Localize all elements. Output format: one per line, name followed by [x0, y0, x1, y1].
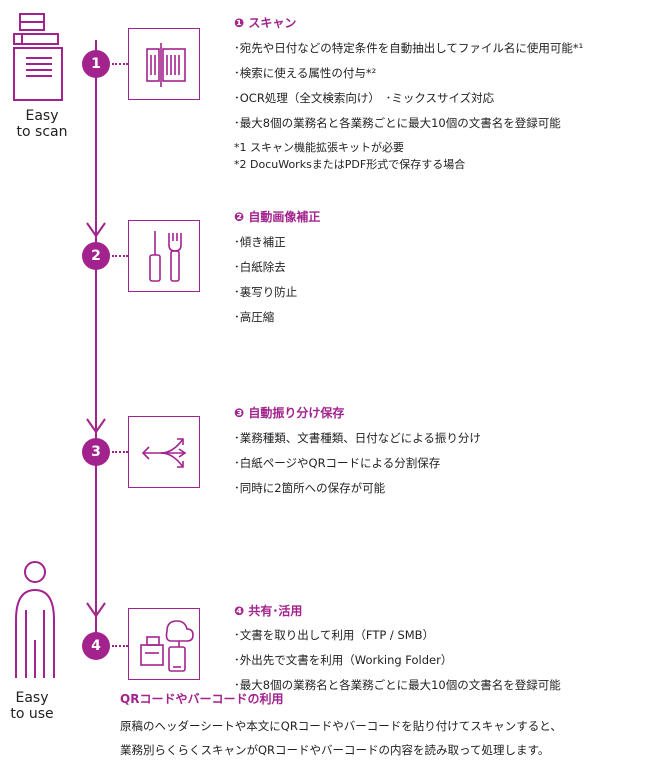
step-2-item: ･白紙除去 — [234, 260, 286, 274]
step-1-connector — [112, 63, 128, 65]
arrow-down-icon — [86, 222, 106, 242]
step-1-note: *1 スキャン機能拡張キットが必要 — [234, 141, 404, 154]
person-icon — [10, 560, 60, 680]
split-arrows-icon — [141, 438, 187, 468]
step-2-item: ･裏写り防止 — [234, 285, 298, 299]
caption-line: to scan — [16, 124, 68, 140]
easy-to-scan-caption: Easy to scan — [12, 108, 72, 140]
step-2-number: 2 — [82, 242, 110, 270]
step-3-title: ❸ 自動振り分け保存 — [234, 406, 345, 420]
step-2-title: ❷ 自動画像補正 — [234, 210, 321, 224]
caption-line: to use — [10, 706, 54, 722]
step-1-item: ･最大8個の業務名と各業務ごとに最大10個の文書名を登録可能 — [234, 116, 561, 130]
step-2-icon-box — [128, 220, 200, 292]
step-1-note: *2 DocuWorksまたはPDF形式で保存する場合 — [234, 158, 466, 171]
qr-section-text: 原稿のヘッダーシートや本文にQRコードやバーコードを貼り付けてスキャンすると、 — [120, 719, 562, 733]
step-2-item: ･高圧縮 — [234, 310, 275, 324]
step-3-connector — [112, 451, 128, 453]
step-4-title: ❹ 共有･活用 — [234, 604, 303, 618]
qr-section-text: 業務別らくらくスキャンがQRコードやバーコードの内容を読み取って処理します。 — [120, 743, 550, 757]
devices-cloud-icon — [140, 620, 194, 672]
step-2-connector — [112, 255, 128, 257]
multifunction-printer-icon — [12, 12, 68, 102]
caption-line: Easy — [25, 108, 59, 124]
step-4-number: 4 — [82, 632, 110, 660]
step-3-number: 3 — [82, 438, 110, 466]
tools-icon — [149, 231, 182, 282]
step-4-icon-box — [128, 608, 200, 680]
step-3-icon-box — [128, 416, 200, 488]
easy-to-use-caption: Easy to use — [2, 690, 62, 722]
caption-line: Easy — [15, 690, 49, 706]
step-1-icon-box — [128, 28, 200, 100]
scanner-document-icon — [146, 43, 186, 87]
step-4-item: ･外出先で文書を利用（Working Folder） — [234, 653, 453, 667]
step-3-item: ･業務種類、文書種類、日付などによる振り分け — [234, 431, 481, 445]
step-4-item: ･最大8個の業務名と各業務ごとに最大10個の文書名を登録可能 — [234, 678, 561, 692]
step-3-item: ･白紙ページやQRコードによる分割保存 — [234, 456, 441, 470]
step-3-item: ･同時に2箇所への保存が可能 — [234, 481, 386, 495]
step-1-item: ･宛先や日付などの特定条件を自動抽出してファイル名に使用可能*¹ — [234, 41, 584, 55]
arrow-down-icon — [86, 418, 106, 438]
step-4-item: ･文書を取り出して利用（FTP / SMB） — [234, 628, 435, 642]
arrow-down-icon — [86, 602, 106, 622]
qr-section-title: QRコードやバーコードの利用 — [120, 692, 284, 706]
step-1-item: ･OCR処理（全文検索向け） ･ミックスサイズ対応 — [234, 91, 495, 105]
step-1-item: ･検索に使える属性の付与*² — [234, 66, 377, 80]
step-4-connector — [112, 645, 128, 647]
step-2-item: ･傾き補正 — [234, 235, 286, 249]
step-1-number: 1 — [82, 50, 110, 78]
timeline-line — [95, 40, 97, 652]
step-1-title: ❶ スキャン — [234, 16, 297, 30]
